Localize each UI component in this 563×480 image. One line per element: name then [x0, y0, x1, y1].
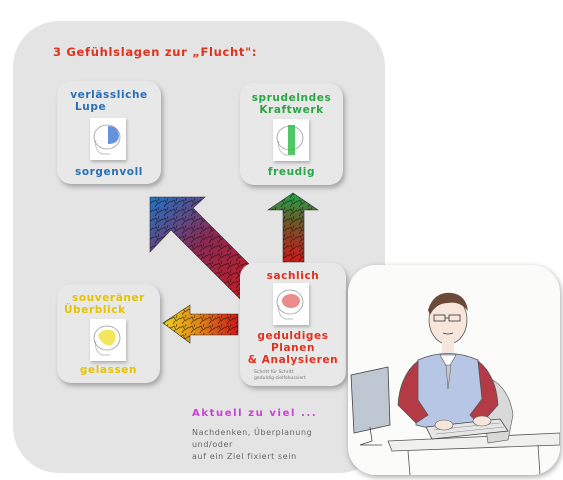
kraftwerk-label-line1: sprudelndes — [251, 92, 332, 104]
sachlich-fine-line1: Schritt für Schritt — [254, 370, 294, 375]
person-at-computer-illustration — [348, 265, 560, 475]
arrow-to-kraftwerk — [267, 192, 319, 263]
lupe-label-line1: verlässliche — [70, 89, 148, 101]
sachlich-label-line2: Planen — [270, 342, 316, 354]
sachlich-fine-line2: geduldig-zielfokussiert — [254, 376, 306, 381]
lupe-label-line2: Lupe — [75, 101, 107, 113]
kraftwerk-label-bottom: freudig — [267, 166, 316, 178]
current-heading: Aktuell zu viel ... — [192, 408, 318, 419]
brain-icon-blue — [90, 118, 126, 160]
current-line2: und/oder — [192, 440, 233, 449]
brain-icon-green — [273, 119, 309, 161]
ueberblick-label-line2: Überblick — [64, 304, 126, 316]
brain-icon-yellow — [90, 319, 126, 361]
ueberblick-label-bottom: gelassen — [79, 364, 138, 376]
ueberblick-label-line1: souveräner — [72, 292, 145, 304]
sachlich-label-top: sachlich — [266, 270, 320, 282]
current-line3: auf ein Ziel fixiert sein — [192, 452, 297, 461]
sachlich-label-line3: & Analysieren — [247, 354, 339, 366]
brain-icon-red — [273, 283, 309, 325]
kraftwerk-label-line2: Kraftwerk — [259, 104, 324, 116]
arrow-to-ueberblick — [162, 304, 239, 344]
diagram-title: 3 Gefühlslagen zur „Flucht": — [53, 45, 258, 59]
lupe-label-bottom: sorgenvoll — [74, 166, 143, 178]
current-line1: Nachdenken, Überplanung — [192, 428, 313, 437]
sachlich-label-line1: geduldiges — [257, 330, 329, 342]
